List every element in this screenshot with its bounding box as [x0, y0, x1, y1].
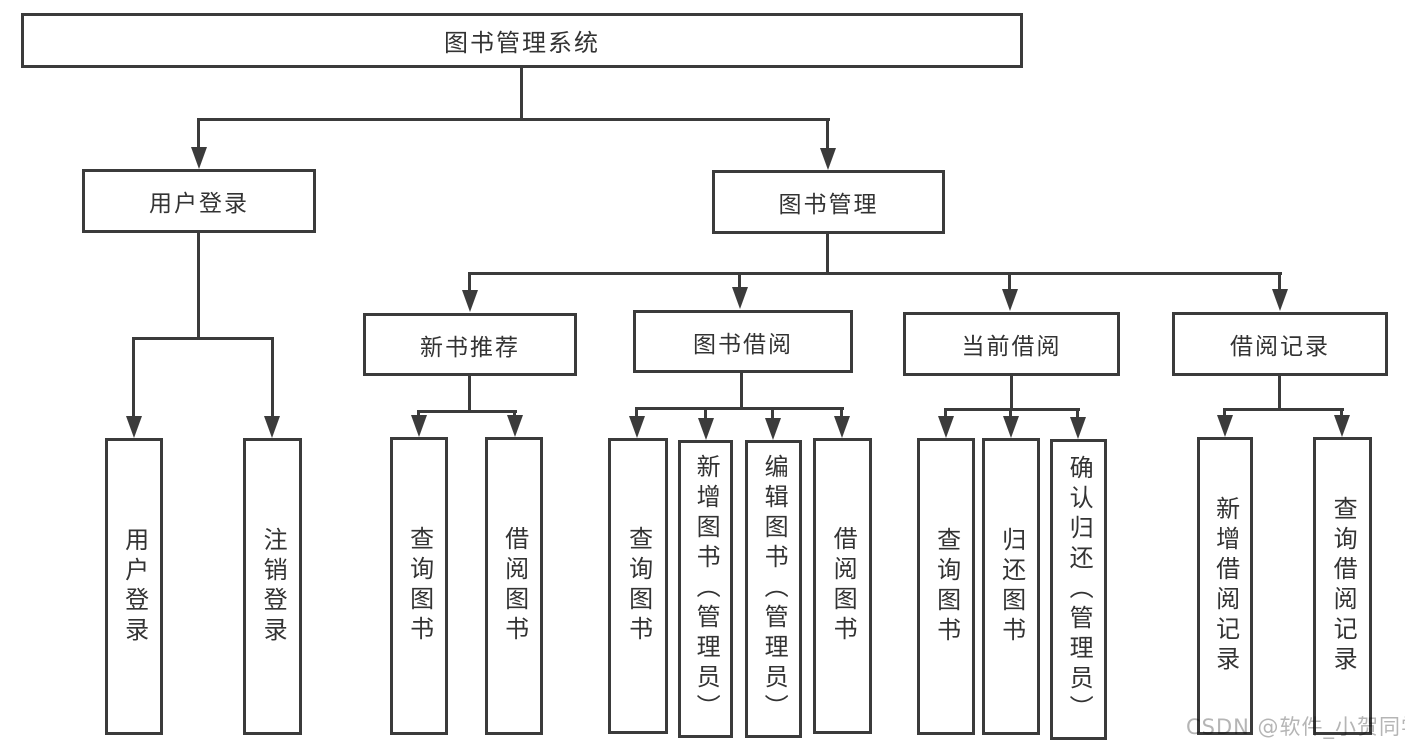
- edge-to-bb-borrow: [840, 407, 843, 418]
- leaf-user-login: 用户登录: [105, 438, 163, 735]
- leaf-logout-label: 注销登录: [259, 526, 288, 647]
- arrowhead-br-query: [1334, 415, 1350, 437]
- node-book-management: 图书管理: [712, 170, 945, 234]
- edge-current-borrow-crossbar: [944, 408, 1080, 411]
- arrowhead-cb-return: [1003, 416, 1019, 438]
- edge-to-current-borrow: [1008, 272, 1011, 291]
- node-user-login: 用户登录: [82, 169, 316, 233]
- leaf-nb-borrow-books-label: 借阅图书: [500, 526, 529, 646]
- leaf-br-query-record-label: 查询借阅记录: [1329, 496, 1358, 676]
- arrowhead-nb-borrow: [507, 415, 523, 437]
- node-current-borrow: 当前借阅: [903, 312, 1120, 376]
- arrowhead-cb-query: [938, 416, 954, 438]
- leaf-bb-query-books-label: 查询图书: [624, 526, 653, 646]
- arrowhead-cb-confirm: [1070, 417, 1086, 439]
- arrowhead-borrow-record: [1272, 289, 1288, 311]
- arrowhead-book-management: [820, 148, 836, 170]
- leaf-user-login-label: 用户登录: [120, 526, 149, 647]
- arrowhead-user-login: [191, 147, 207, 169]
- arrowhead-leaf-logout: [264, 416, 280, 438]
- edge-to-borrow-record: [1278, 272, 1281, 291]
- csdn-watermark: CSDN @软件_小贺同学: [1186, 715, 1405, 739]
- leaf-cb-return-books: 归还图书: [982, 438, 1040, 735]
- edge-new-book-crossbar: [417, 410, 517, 413]
- leaf-nb-query-books: 查询图书: [390, 437, 448, 735]
- arrowhead-current-borrow: [1002, 289, 1018, 311]
- edge-root-crossbar: [197, 118, 830, 121]
- leaf-cb-confirm-return-admin-label: 确认归还（管理员）: [1065, 454, 1094, 725]
- edge-to-cb-query: [944, 408, 947, 418]
- leaf-logout: 注销登录: [243, 438, 302, 735]
- node-book-borrow: 图书借阅: [633, 310, 853, 373]
- edge-to-cb-confirm: [1076, 408, 1079, 418]
- edge-to-nb-borrow: [513, 410, 516, 418]
- edge-book-management-stem: [826, 234, 829, 274]
- arrowhead-book-borrow: [732, 287, 748, 309]
- leaf-bb-borrow-books: 借阅图书: [813, 438, 872, 734]
- node-borrow-record: 借阅记录: [1172, 312, 1388, 376]
- edge-user-login-crossbar: [132, 337, 274, 340]
- leaf-bb-add-books-admin-label: 新增图书（管理员）: [692, 454, 721, 724]
- leaf-br-query-record: 查询借阅记录: [1313, 437, 1372, 735]
- edge-borrow-record-stem: [1278, 376, 1281, 410]
- node-root: 图书管理系统: [21, 13, 1023, 68]
- edge-to-leaf-user-login: [132, 337, 135, 419]
- edge-to-bb-edit: [771, 407, 774, 418]
- leaf-bb-edit-books-admin: 编辑图书（管理员）: [745, 440, 802, 738]
- leaf-cb-return-books-label: 归还图书: [997, 526, 1026, 647]
- leaf-bb-edit-books-admin-label: 编辑图书（管理员）: [760, 454, 789, 724]
- leaf-nb-query-books-label: 查询图书: [405, 526, 434, 646]
- edge-to-leaf-logout: [271, 337, 274, 419]
- arrowhead-leaf-user-login: [126, 416, 142, 438]
- leaf-cb-confirm-return-admin: 确认归还（管理员）: [1050, 439, 1107, 740]
- edge-to-br-query: [1340, 408, 1343, 417]
- leaf-cb-query-books-label: 查询图书: [932, 526, 961, 647]
- edge-root-to-book-management: [826, 118, 829, 150]
- edge-to-bb-add: [704, 407, 707, 418]
- leaf-bb-borrow-books-label: 借阅图书: [829, 526, 858, 646]
- leaf-cb-query-books: 查询图书: [917, 438, 975, 735]
- edge-current-borrow-stem: [1010, 376, 1013, 410]
- edge-to-new-book: [468, 272, 471, 291]
- edge-user-login-stem: [197, 233, 200, 339]
- edge-book-borrow-stem: [740, 373, 743, 409]
- leaf-bb-add-books-admin: 新增图书（管理员）: [678, 440, 733, 738]
- leaf-nb-borrow-books: 借阅图书: [485, 437, 543, 735]
- arrowhead-bb-query: [629, 416, 645, 438]
- leaf-br-add-record-label: 新增借阅记录: [1211, 496, 1240, 676]
- edge-root-stem: [520, 68, 523, 121]
- edge-to-bb-query: [635, 407, 638, 418]
- leaf-bb-query-books: 查询图书: [608, 438, 668, 734]
- edge-book-management-crossbar: [468, 272, 1282, 275]
- edge-to-br-add: [1223, 408, 1226, 417]
- arrowhead-bb-add: [698, 418, 714, 440]
- node-new-book-recommend: 新书推荐: [363, 313, 577, 376]
- leaf-br-add-record: 新增借阅记录: [1197, 437, 1253, 735]
- arrowhead-nb-query: [411, 415, 427, 437]
- edge-root-to-user-login: [197, 118, 200, 150]
- edge-to-book-borrow: [738, 272, 741, 291]
- edge-to-nb-query: [417, 410, 420, 418]
- arrowhead-bb-edit: [765, 418, 781, 440]
- arrowhead-br-add: [1217, 415, 1233, 437]
- edge-book-borrow-crossbar: [635, 407, 844, 410]
- edge-new-book-stem: [468, 376, 471, 412]
- arrowhead-bb-borrow: [834, 416, 850, 438]
- edge-to-cb-return: [1009, 408, 1012, 418]
- arrowhead-new-book: [462, 290, 478, 312]
- edge-borrow-record-crossbar: [1223, 408, 1344, 411]
